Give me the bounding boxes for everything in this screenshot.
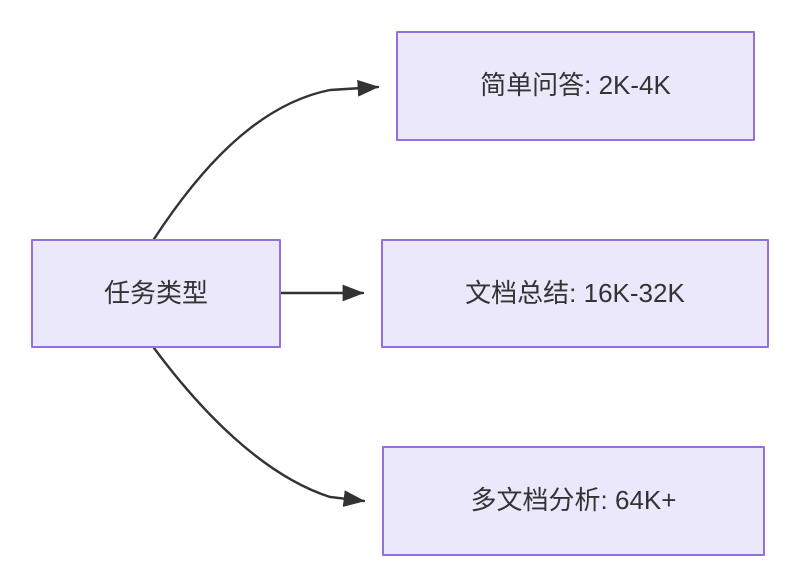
edge-source-to-multi-doc [152, 346, 366, 507]
node-doc-summary-label: 文档总结: 16K-32K [465, 277, 685, 308]
node-task-type-label: 任务类型 [103, 277, 208, 308]
node-task-type[interactable]: 任务类型 [31, 239, 281, 348]
edge-source-to-simple-qa [152, 79, 380, 241]
node-multi-doc[interactable]: 多文档分析: 64K+ [382, 446, 765, 556]
node-multi-doc-label: 多文档分析: 64K+ [470, 485, 677, 516]
node-doc-summary[interactable]: 文档总结: 16K-32K [381, 239, 769, 348]
node-simple-qa-label: 简单问答: 2K-4K [480, 70, 671, 101]
node-simple-qa[interactable]: 简单问答: 2K-4K [396, 31, 755, 141]
